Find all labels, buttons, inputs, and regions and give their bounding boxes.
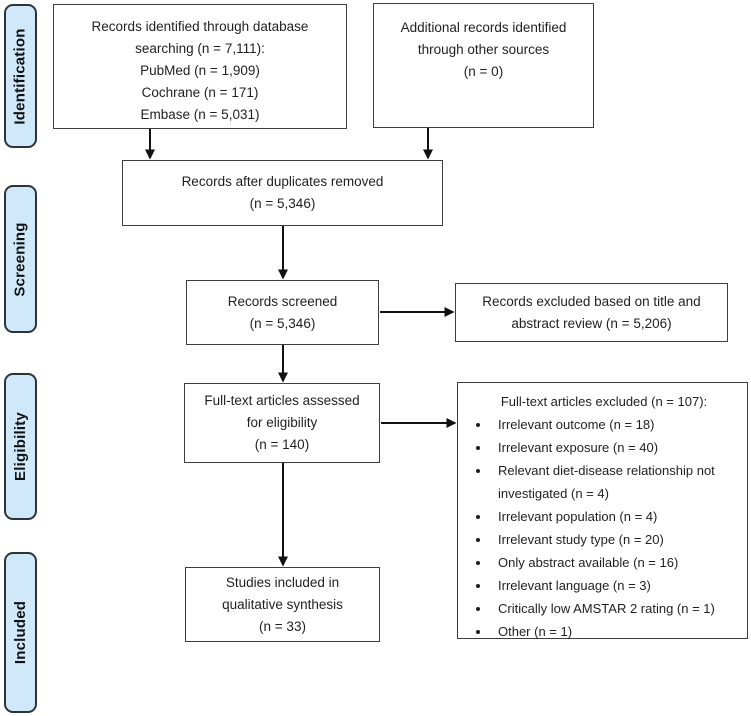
box-line: Additional records identified	[400, 20, 567, 35]
box-additional-records-other-sources: Additional records identified through ot…	[373, 3, 594, 128]
box-line: searching (n = 7,111):	[135, 41, 265, 56]
stage-eligibility: Eligibility	[4, 373, 37, 520]
box-line: (n = 5,346)	[249, 315, 316, 331]
box-line: qualitative synthesis	[222, 596, 343, 612]
stage-screening: Screening	[4, 185, 37, 333]
box-line: Studies included in	[225, 574, 340, 590]
box-line: Records after duplicates removed	[181, 174, 384, 189]
exclusion-reason-item: Other (n = 1)	[491, 620, 742, 643]
box-line: (n = 33)	[259, 618, 306, 634]
box-line: (n = 5,346)	[249, 196, 316, 211]
exclusion-reason-item: Only abstract available (n = 16)	[491, 551, 742, 574]
stage-included-label: Included	[12, 600, 29, 665]
box-records-after-duplicates-removed: Records after duplicates removed (n = 5,…	[122, 160, 443, 226]
stage-identification-label: Identification	[12, 27, 30, 125]
stage-eligibility-label: Eligibility	[12, 412, 29, 481]
exclusion-reason-item: Critically low AMSTAR 2 rating (n = 1)	[491, 597, 742, 620]
box-line: Full-text articles assessed	[204, 393, 360, 408]
box-line: Records excluded based on title and	[482, 293, 701, 309]
box-fulltext-excluded: Full-text articles excluded (n = 107): I…	[457, 382, 748, 639]
box-fulltext-assessed: Full-text articles assessed for eligibil…	[184, 383, 380, 463]
stage-included: Included	[4, 552, 37, 713]
box-line: Records identified through database	[91, 19, 309, 34]
exclusion-reason-item: Irrelevant population (n = 4)	[491, 505, 742, 528]
exclusion-reason-item: Relevant diet-disease relationship not i…	[491, 459, 742, 505]
box-line: (n = 140)	[254, 437, 310, 452]
exclusion-reason-item: Irrelevant outcome (n = 18)	[491, 413, 742, 436]
exclusion-reason-item: Irrelevant study type (n = 20)	[491, 528, 742, 551]
exclusion-reason-item: Irrelevant language (n = 3)	[491, 574, 742, 597]
box-records-screened: Records screened (n = 5,346)	[186, 280, 379, 345]
box-line: for eligibility	[246, 415, 318, 430]
exclusion-reason-item: Irrelevant exposure (n = 40)	[491, 436, 742, 459]
box-line: (n = 0)	[463, 64, 504, 79]
fulltext-excluded-title: Full-text articles excluded (n = 107):	[500, 394, 708, 409]
box-line: Cochrane (n = 171)	[141, 85, 259, 100]
box-line: through other sources	[417, 42, 550, 57]
box-line: abstract review (n = 5,206)	[511, 315, 672, 331]
box-records-excluded-title-abstract: Records excluded based on title and abst…	[455, 283, 728, 342]
box-line: Records screened	[227, 293, 338, 309]
box-line: Embase (n = 5,031)	[140, 107, 260, 122]
stage-screening-label: Screening	[12, 221, 30, 297]
box-line: PubMed (n = 1,909)	[140, 63, 260, 78]
stage-identification: Identification	[4, 4, 37, 148]
exclusion-reasons-list: Irrelevant outcome (n = 18) Irrelevant e…	[466, 413, 742, 643]
box-records-identified-database: Records identified through database sear…	[53, 4, 347, 129]
box-studies-included: Studies included in qualitative synthesi…	[185, 567, 380, 642]
